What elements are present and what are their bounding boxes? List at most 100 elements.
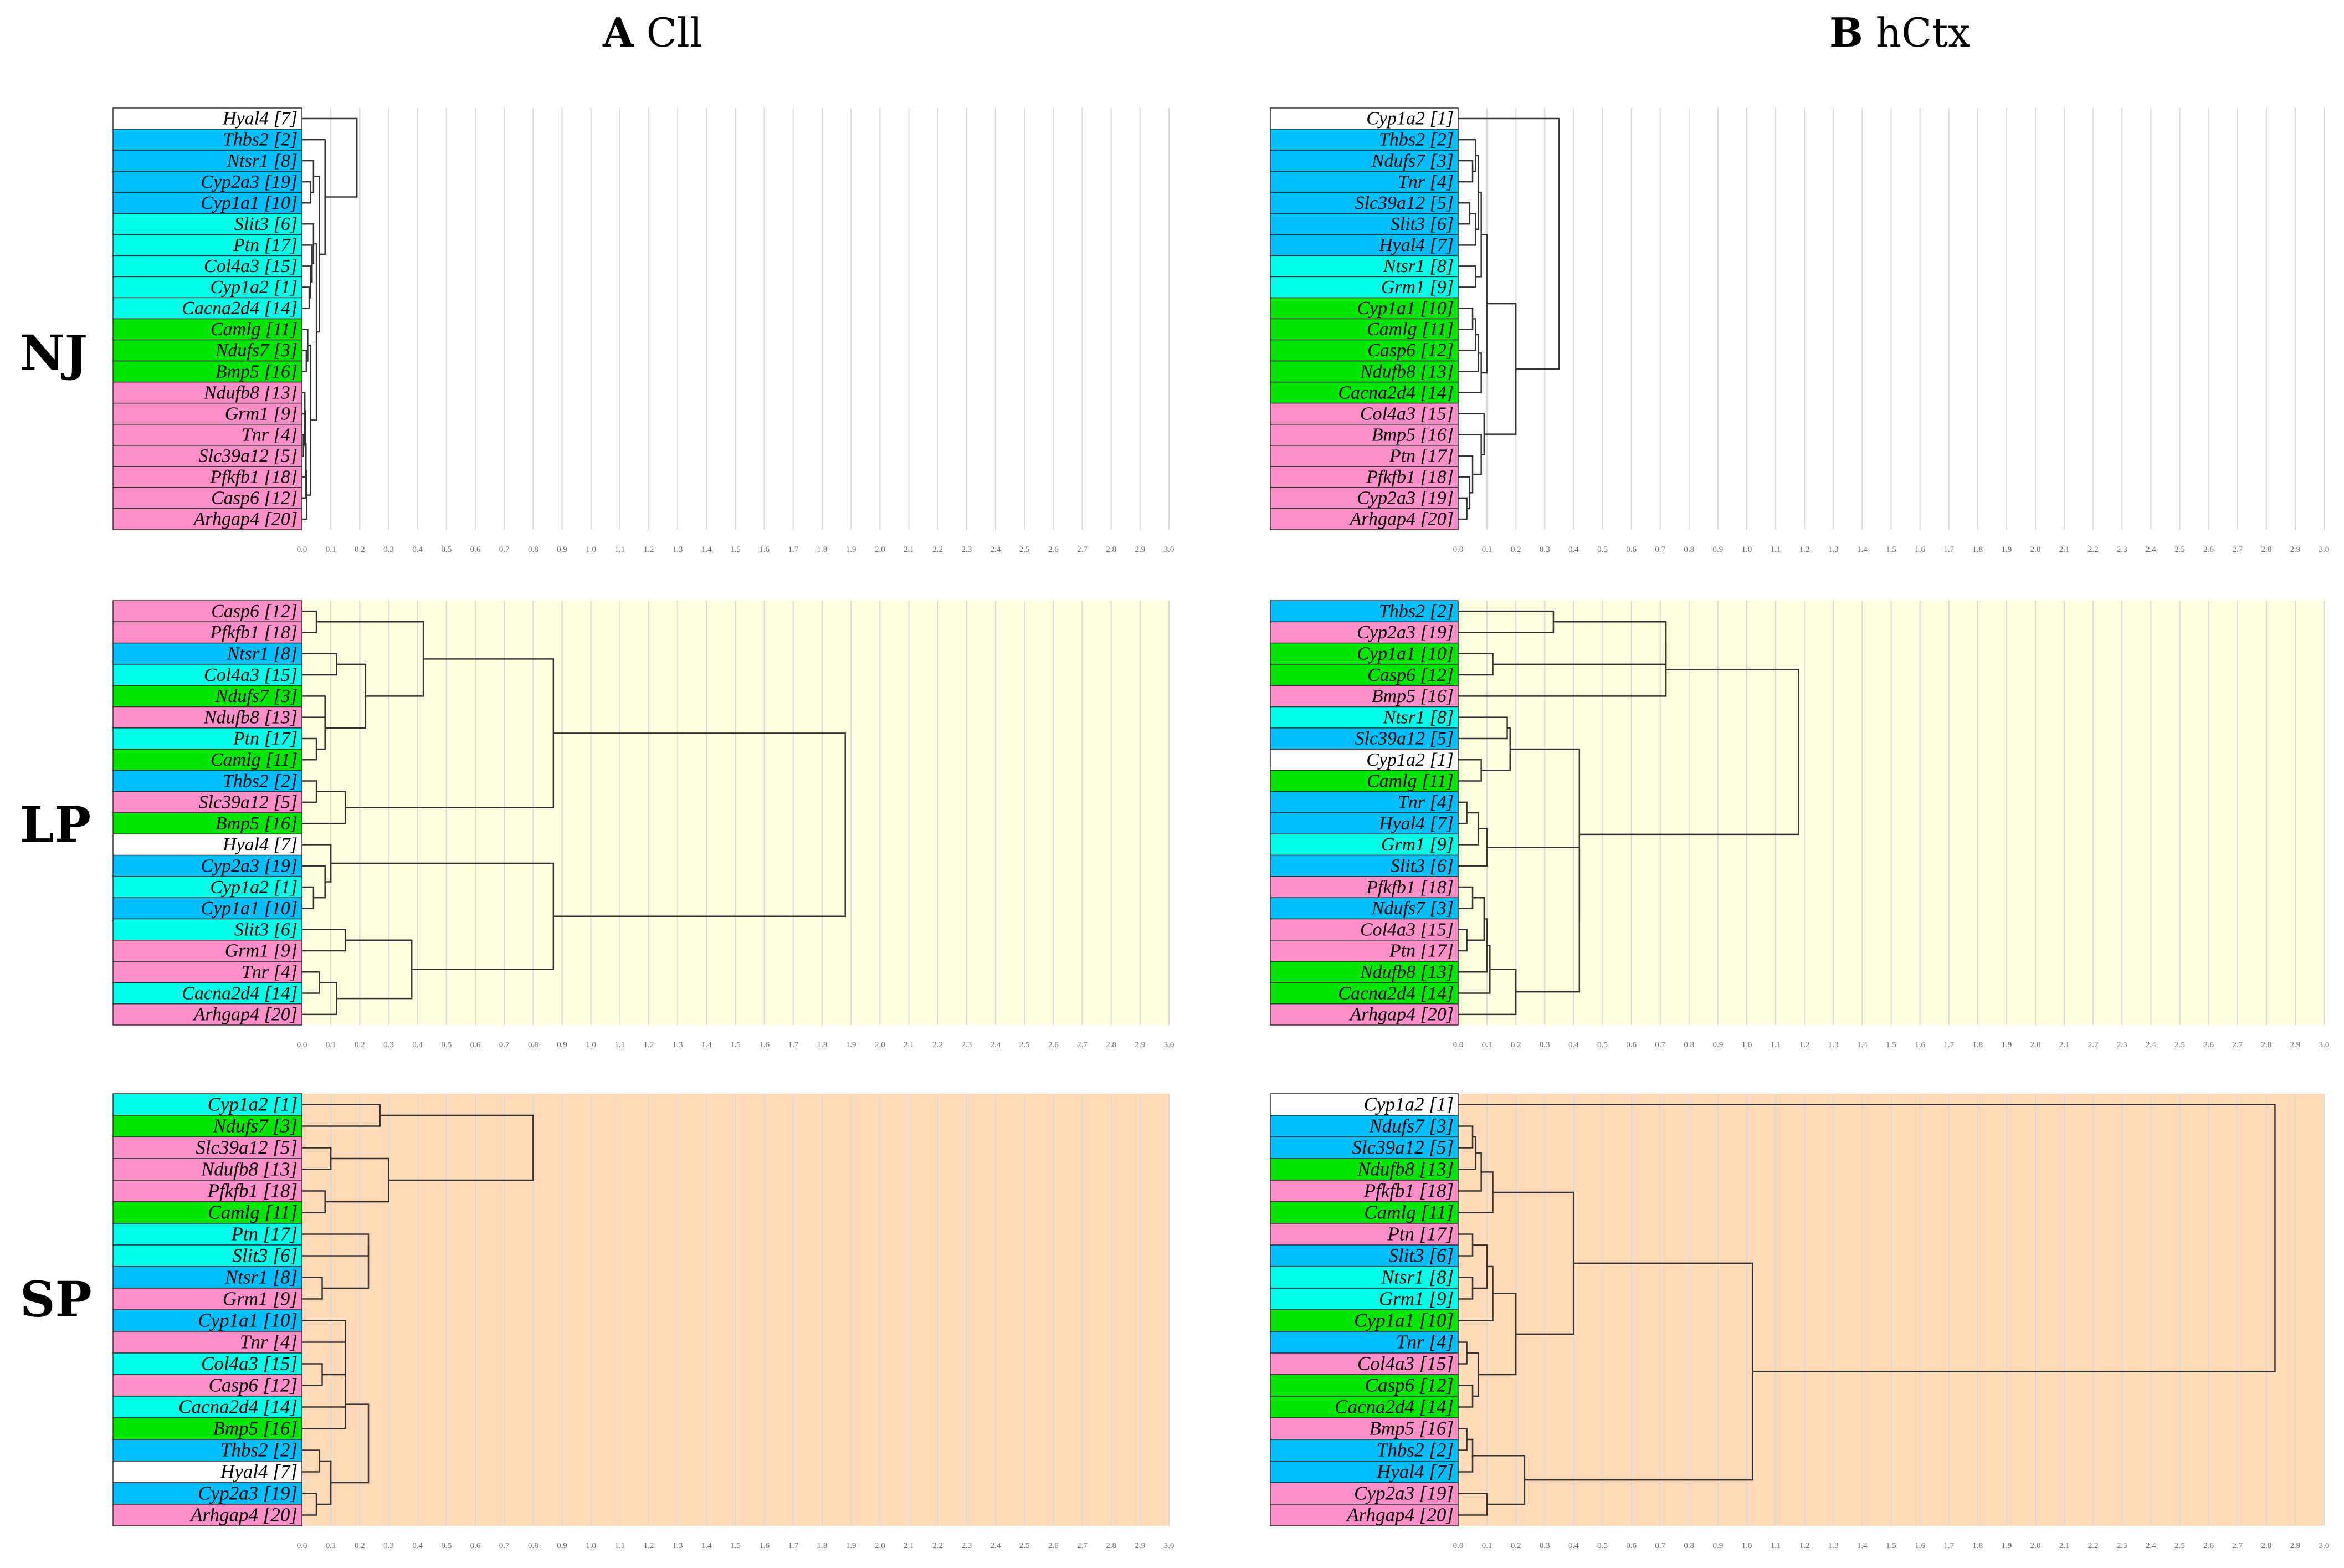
leaf-box: [1270, 961, 1459, 983]
dendrogram-link: [1579, 669, 1800, 836]
x-tick-label: 1.4: [701, 545, 712, 554]
leaf-box: [112, 487, 302, 509]
column-letter-a: A: [603, 9, 634, 56]
dendrogram-link: [302, 1380, 346, 1429]
x-tick-label: 1.9: [846, 1541, 856, 1550]
leaf-box: [1270, 1093, 1459, 1116]
leaf-label: Ptn [17]: [233, 729, 298, 749]
x-tick-label: 1.3: [673, 545, 683, 554]
leaf-label: Col4a3 [15]: [1360, 403, 1454, 424]
leaf-label: Arhgap4 [20]: [193, 509, 298, 530]
x-tick-label: 2.7: [1077, 1541, 1088, 1550]
x-tick-label: 2.6: [1048, 1041, 1059, 1049]
leaf-box: [112, 600, 302, 623]
leaf-box: [1270, 1504, 1459, 1526]
x-tick-label: 0.5: [1597, 1541, 1608, 1550]
leaf-label: Thbs2 [2]: [1379, 601, 1454, 622]
x-tick-label: 1.8: [817, 1041, 828, 1049]
leaf-label: Slit3 [6]: [1388, 1244, 1454, 1266]
leaf-label: Cyp2a3 [19]: [1357, 622, 1454, 643]
leaf-box: [1270, 621, 1459, 644]
x-tick-label: 0.0: [1453, 1541, 1464, 1550]
dendrogram-link: [302, 244, 313, 283]
leaf-label: Cyp2a3 [19]: [1354, 1482, 1454, 1504]
leaf-label: Ndufb8 [13]: [1360, 962, 1454, 982]
x-tick-label: 2.3: [2117, 1041, 2127, 1049]
leaf-label: Cyp2a3 [19]: [198, 1482, 298, 1504]
leaf-box: [1270, 1309, 1459, 1332]
x-tick-label: 0.1: [1482, 545, 1492, 554]
x-tick-label: 0.6: [1626, 545, 1637, 554]
x-tick-label: 2.9: [2290, 545, 2301, 554]
leaf-label: Hyal4 [7]: [1378, 235, 1454, 255]
x-tick-label: 1.3: [1828, 545, 1839, 554]
x-tick-label: 1.0: [1742, 1541, 1752, 1550]
dendrogram-link: [302, 780, 317, 803]
leaf-box: [112, 1482, 302, 1505]
dendrogram-link: [1458, 117, 1560, 370]
x-tick-label: 1.9: [2002, 1541, 2012, 1550]
leaf-box: [1270, 982, 1459, 1005]
x-tick-label: 1.0: [586, 1541, 596, 1550]
x-tick-label: 2.6: [1048, 545, 1059, 554]
x-tick-label: 0.1: [326, 1041, 336, 1049]
dendrogram-link: [336, 939, 413, 1000]
leaf-box: [112, 360, 302, 383]
leaf-label: Ndufb8 [13]: [203, 707, 298, 727]
leaf-box: [112, 1003, 302, 1026]
leaf-box: [112, 1136, 302, 1159]
x-tick-label: 0.2: [1511, 1541, 1521, 1550]
leaf-label: Slc39a12 [5]: [1355, 729, 1454, 749]
x-tick-label: 2.1: [2059, 545, 2070, 554]
leaf-label: Cyp2a3 [19]: [1357, 488, 1454, 509]
leaf-label: Col4a3 [15]: [1360, 919, 1454, 940]
leaf-label: Casp6 [12]: [1367, 340, 1454, 361]
x-tick-label: 2.4: [2146, 1041, 2156, 1049]
x-tick-label: 1.8: [817, 1541, 828, 1550]
leaf-box: [1270, 1461, 1459, 1483]
x-tick-label: 1.5: [1886, 1041, 1896, 1049]
x-tick-label: 2.0: [875, 1041, 885, 1049]
x-tick-label: 1.7: [1943, 1541, 1954, 1550]
x-tick-label: 0.3: [1540, 545, 1550, 554]
row-label-nj: NJ: [20, 324, 88, 382]
leaf-box: [1270, 1180, 1459, 1202]
leaf-box: [1270, 107, 1459, 130]
leaf-label: Slc39a12 [5]: [1352, 1136, 1454, 1158]
leaf-label: Cacna2d4 [14]: [178, 1396, 298, 1417]
x-tick-label: 1.8: [1972, 1541, 1983, 1550]
leaf-label: Hyal4 [7]: [222, 109, 298, 129]
leaf-box: [112, 791, 302, 813]
x-tick-label: 1.5: [1886, 1541, 1896, 1550]
leaf-box: [112, 1158, 302, 1181]
x-tick-label: 2.2: [2088, 1541, 2099, 1550]
leaf-label: Pfkfb1 [18]: [209, 467, 298, 488]
leaf-box: [112, 1288, 302, 1310]
leaf-label: Grm1 [9]: [223, 1288, 298, 1309]
leaf-label: Cyp1a2 [1]: [210, 277, 298, 298]
leaf-box: [112, 318, 302, 341]
dendrogram-link: [1487, 846, 1581, 993]
leaf-label: Ntsr1 [8]: [1382, 707, 1454, 727]
leaf-label: Camlg [11]: [211, 319, 298, 340]
leaf-label: Slc39a12 [5]: [199, 792, 298, 813]
x-tick-label: 1.4: [1857, 1041, 1868, 1049]
x-tick-label: 2.5: [2174, 1041, 2185, 1049]
leaf-label: Grm1 [9]: [1381, 277, 1454, 298]
leaf-label: Slit3 [6]: [232, 1244, 298, 1266]
leaf-label: Arhgap4 [20]: [1349, 1005, 1454, 1025]
x-tick-label: 0.4: [412, 545, 423, 554]
leaf-box: [1270, 685, 1459, 708]
leaf-label: Slit3 [6]: [1391, 214, 1454, 234]
x-tick-label: 3.0: [1164, 1041, 1174, 1049]
x-tick-label: 0.4: [412, 1541, 423, 1550]
leaf-box: [1270, 234, 1459, 257]
leaf-label: Ptn [17]: [1387, 1223, 1454, 1244]
leaf-label: Cyp1a1 [10]: [201, 193, 298, 213]
leaf-box: [112, 445, 302, 467]
x-tick-label: 2.7: [2232, 1541, 2243, 1550]
x-tick-label: 1.7: [788, 1041, 798, 1049]
x-tick-label: 2.3: [961, 545, 972, 554]
leaf-label: Hyal4 [7]: [220, 1461, 298, 1482]
